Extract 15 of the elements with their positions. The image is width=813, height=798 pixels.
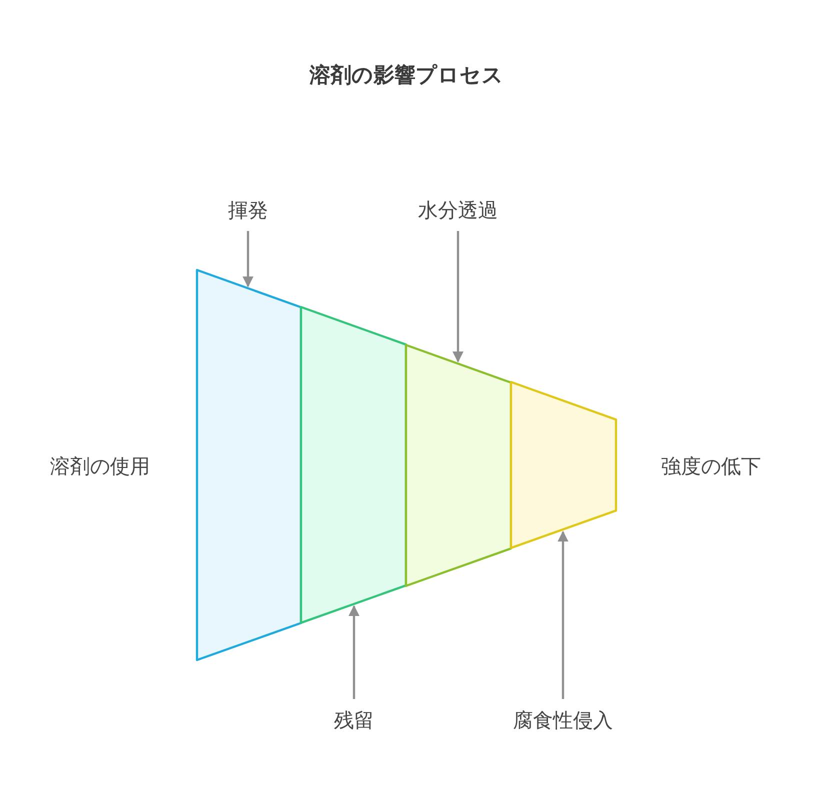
stage-label: 溶剤の使用 <box>50 453 150 479</box>
stage-label: 揮発 <box>228 197 268 223</box>
stage-label: 残留 <box>334 707 374 733</box>
arrow <box>558 530 568 699</box>
title: 溶剤の影響プロセス <box>308 62 504 88</box>
arrow <box>452 231 464 363</box>
arrow <box>242 231 254 288</box>
stage-label: 腐食性侵入 <box>513 707 613 733</box>
funnel-segment <box>511 382 616 548</box>
funnel-segment <box>406 344 511 586</box>
stage-label: 水分透過 <box>418 197 498 223</box>
funnel-segment <box>301 307 406 623</box>
funnel-segment <box>197 270 301 660</box>
arrow <box>348 605 360 699</box>
stage-label: 強度の低下 <box>661 453 761 479</box>
